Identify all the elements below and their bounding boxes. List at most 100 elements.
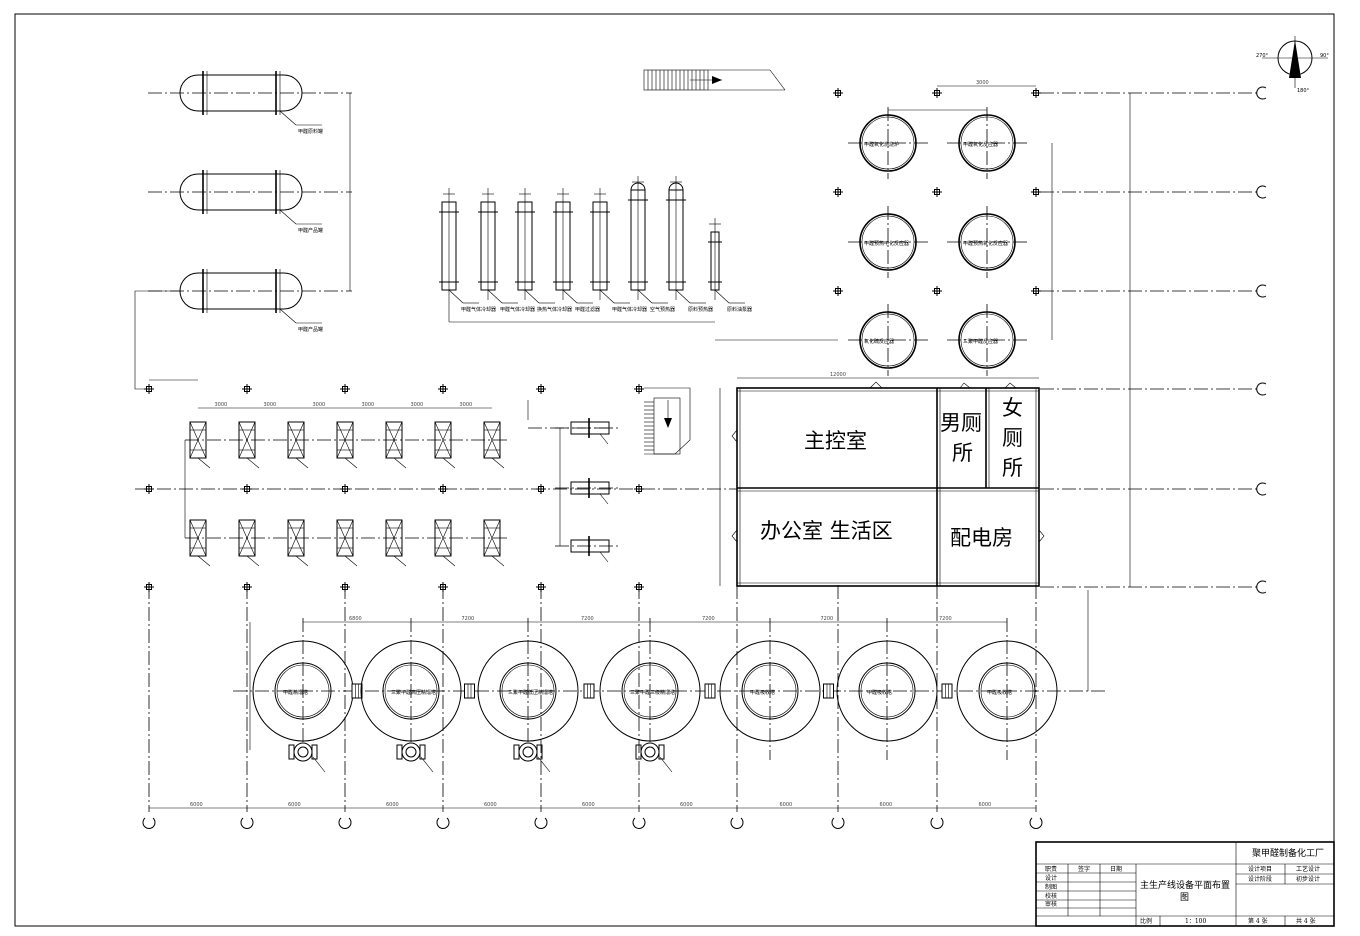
tank-body (179, 173, 303, 211)
vertical-vessel: 甲醛气体冷却器 (439, 188, 496, 313)
pump (385, 519, 407, 567)
north-compass: 270° 90° 180° (1256, 36, 1329, 94)
storage-tank: 甲醛产品罐 (148, 269, 352, 333)
grid-dimension-label: 6000 (190, 802, 203, 808)
axis-bubble (730, 817, 744, 829)
pump (287, 421, 309, 469)
vessel-leader (448, 289, 464, 304)
reactor-label: 甲醛预热氧化反应器 (963, 240, 1008, 247)
pump (483, 421, 505, 469)
axis-bubble (1256, 284, 1267, 298)
pump-cross (287, 519, 305, 557)
reactor-label: 甲醛氧化反应器 (963, 141, 998, 148)
grid-dimension-label: 6000 (288, 802, 301, 808)
tank-label: 甲醛产品罐 (298, 227, 323, 234)
role-draft: 制图 (1045, 883, 1057, 891)
pump (385, 421, 407, 469)
pump-leader (344, 555, 358, 567)
axis-mark (342, 584, 348, 590)
distillation-column: 三聚甲醛低压精馏塔 (477, 618, 595, 773)
grid-dimension-label: 6000 (484, 802, 497, 808)
vertical-vessel: 原料油泵器 (708, 218, 752, 313)
column-pump-flange (396, 744, 403, 760)
column-shell-inner (743, 664, 797, 718)
column-shell (978, 662, 1036, 720)
axis-mark (835, 90, 841, 96)
column-pump-flange (419, 744, 426, 760)
pump-cross (238, 519, 256, 557)
column-pump-leader (659, 756, 673, 773)
reactor-group: 3000甲醛氧化燃烧炉甲醛氧化反应器甲醛预热甲化反应器甲醛预热氧化反应器氧化硫反… (848, 80, 1053, 376)
vessel-leader (487, 289, 503, 304)
power-room-label: 配电房 (950, 526, 1013, 550)
column-platform (599, 640, 701, 742)
axis-bubble (1029, 817, 1043, 829)
drawing-title-line1: 主生产线设备平面布置 (1140, 879, 1230, 891)
axis-bubble (240, 817, 254, 829)
column-pump-leader (312, 756, 326, 773)
column-shell (274, 662, 332, 720)
design-stage-label: 设计阶段 (1248, 875, 1272, 883)
compass-bottom-label: 180° (1297, 88, 1310, 94)
vessel-leader (675, 289, 691, 304)
pump-cross (336, 519, 354, 557)
tank-leader (279, 308, 297, 324)
pump-cross (238, 421, 256, 459)
column-connector (351, 683, 363, 699)
reactor-label: 甲醛预热甲化反应器 (864, 240, 909, 247)
vessel-leader (599, 289, 615, 304)
column-shell (621, 662, 679, 720)
reactor: 甲醛预热氧化反应器 (947, 206, 1027, 278)
tank-leader (279, 110, 297, 126)
exchanger-leader (599, 493, 609, 505)
pump-cross (287, 421, 305, 459)
vertical-vessel: 甲醛气体冷却器 (590, 188, 647, 313)
axis-mark (538, 584, 544, 590)
column-pump-leader (420, 756, 434, 773)
pump-leader (344, 457, 358, 469)
reactor-shell (958, 114, 1016, 172)
staircase-top (643, 69, 786, 91)
pump-leader (197, 555, 211, 567)
pump-leader (491, 457, 505, 469)
column-shell (741, 662, 799, 720)
mens-toilet-label: 男厕所 (940, 411, 982, 465)
axis-mark (244, 386, 250, 392)
scale-label: 比例 (1140, 917, 1152, 925)
grid-dimension-label: 6000 (880, 802, 893, 808)
column-pump (640, 742, 660, 762)
axis-bubble (1256, 382, 1267, 396)
reactor-label: 三聚甲醛反应器 (963, 338, 998, 345)
axis-bubble (436, 817, 450, 829)
column-pump-flange (513, 744, 520, 760)
distillation-column: 三聚甲醛三级精馏塔 (599, 618, 716, 773)
pump-leader (393, 555, 407, 567)
role-header: 职责 (1045, 865, 1057, 873)
distillation-column: 甲醛吸收塔 (719, 618, 834, 760)
tank-leader (279, 209, 297, 225)
tank-pipe (134, 290, 180, 390)
office-label: 办公室 生活区 (760, 519, 893, 543)
drawing-title-line2: 图 (1180, 892, 1189, 903)
column-connector (464, 683, 475, 699)
tank-label: 甲醛产品罐 (298, 326, 323, 333)
column-shell (499, 662, 557, 720)
exchanger-leader (599, 551, 609, 563)
column-pump-impeller (297, 746, 309, 758)
axis-mark (342, 386, 348, 392)
vessel-leader (524, 289, 540, 304)
column-label: 三聚甲醛三级精馏塔 (630, 689, 675, 696)
column-pump (401, 742, 421, 762)
column-pump-impeller (522, 746, 534, 758)
pump-cross (189, 421, 207, 459)
column-shell-inner (276, 664, 330, 718)
pump (287, 519, 309, 567)
pump-leader (491, 555, 505, 567)
company-name: 聚甲醛制备化工厂 (1252, 847, 1324, 859)
axis-mark (440, 584, 446, 590)
horizontal-exchanger (555, 478, 620, 505)
reactor: 甲醛氧化燃烧炉 (848, 107, 928, 179)
womens-toilet-label: 女厕所 (1002, 396, 1023, 480)
column-label: 三聚甲醛低压精馏塔 (508, 689, 553, 696)
date-header: 日期 (1110, 865, 1122, 873)
